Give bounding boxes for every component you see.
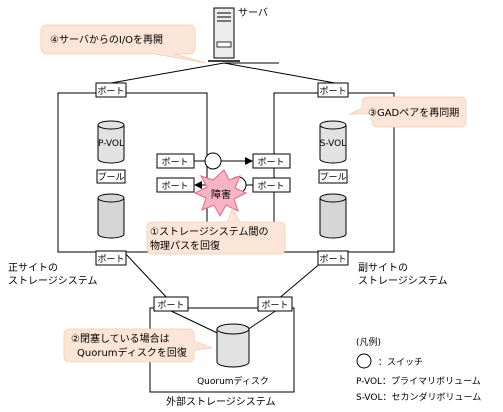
- legend-svol-text: S-VOL：セカンダリボリューム: [356, 391, 481, 403]
- callout-recover-path-line2: 物理パスを回復: [150, 239, 220, 252]
- secondary-pool-cylinder: [319, 193, 347, 239]
- legend-pvol-text: P-VOL：プライマリボリューム: [356, 376, 481, 387]
- callout-resync-gad: [349, 96, 467, 128]
- secondary-pool-label: プール: [319, 172, 346, 183]
- legend-switch-text: ：スイッチ: [378, 357, 423, 368]
- external-port-left: [153, 296, 189, 312]
- secondary-site-label-line1: 副サイトの: [358, 262, 408, 274]
- server-icon: [208, 7, 240, 62]
- primary-port-bottom-label: ポート: [97, 254, 124, 265]
- primary-site-label-line2: ストレージシステム: [8, 275, 98, 287]
- primary-port-link-b-label: ポート: [161, 181, 188, 192]
- callout-resume-io-text: ④サーバからのI/Oを再開: [50, 34, 163, 46]
- primary-pool-cylinder: [97, 193, 125, 239]
- primary-pool-box: [96, 169, 126, 184]
- primary-port-top-label: ポート: [97, 86, 124, 97]
- external-port-left-label: ポート: [157, 300, 184, 311]
- quorum-disk-label: Quorumディスク: [197, 375, 269, 387]
- failure-label: 障害: [211, 188, 231, 201]
- callout-resume-io: [40, 24, 207, 64]
- link-upper: [194, 152, 253, 170]
- secondary-port-top-label: ポート: [319, 86, 346, 97]
- external-port-right-label: ポート: [261, 300, 288, 311]
- external-storage-label: 外部ストレージシステム: [166, 395, 276, 408]
- secondary-site-label-line2: ストレージシステム: [358, 275, 448, 287]
- svol-cylinder: [319, 120, 347, 164]
- secondary-port-link-a-label: ポート: [257, 157, 284, 168]
- callout-recover-path: [146, 206, 286, 255]
- secondary-port-top: [317, 82, 349, 98]
- failure-burst-icon: [193, 169, 248, 218]
- pvol-cylinder: [97, 120, 125, 164]
- secondary-port-bottom-label: ポート: [319, 254, 346, 265]
- primary-port-bottom: [95, 250, 127, 266]
- secondary-pool-box: [318, 169, 348, 184]
- primary-site-label-line1: 正サイトの: [8, 262, 58, 274]
- primary-pool-label: プール: [97, 172, 124, 183]
- legend-title: (凡例): [356, 336, 381, 348]
- callout-recover-quorum-line2: Quorumディスクを回復: [77, 346, 187, 359]
- secondary-port-link-b-label: ポート: [257, 181, 284, 192]
- external-port-right: [257, 296, 293, 312]
- pvol-label: P-VOL: [98, 139, 124, 149]
- switch-icon: [204, 152, 222, 170]
- quorum-disk-cylinder: [216, 323, 250, 368]
- legend-switch-icon: [356, 353, 372, 369]
- primary-port-link-a-label: ポート: [161, 157, 188, 168]
- callout-recover-path-line1: ①ストレージシステム間の: [150, 226, 268, 238]
- callout-recover-quorum: [63, 328, 213, 363]
- svol-label: S-VOL: [320, 139, 347, 149]
- server-label: サーバ: [238, 7, 268, 19]
- primary-port-top: [95, 82, 127, 98]
- secondary-port-bottom: [317, 250, 349, 266]
- callout-resync-gad-text: ③GADペアを再同期: [368, 107, 459, 119]
- callout-recover-quorum-line1: ②閉塞している場合は: [71, 332, 170, 345]
- primary-site-box: [57, 92, 208, 253]
